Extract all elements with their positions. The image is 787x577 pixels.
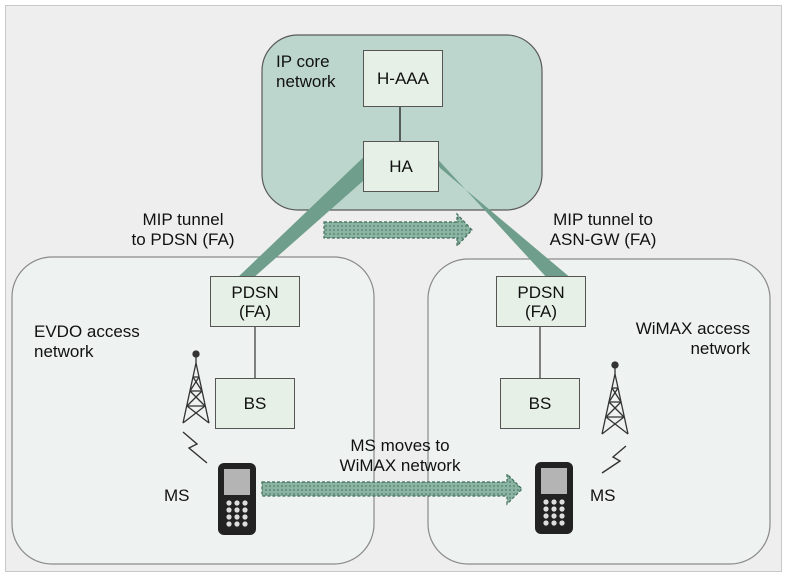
evdo-network-label: EVDO access network: [34, 322, 140, 361]
wimax-access-region: [427, 258, 771, 565]
handover-label: MS moves to WiMAX network: [339, 436, 461, 475]
ha-box: HA: [363, 141, 439, 192]
lightning-signal-icon: [182, 431, 208, 464]
wimax-network-label: WiMAX access network: [635, 319, 750, 358]
wimax-pdsn-box: PDSN (FA): [496, 276, 586, 327]
wimax-tunnel-label: MIP tunnel to ASN-GW (FA): [549, 210, 657, 249]
radio-tower-icon: [601, 361, 629, 435]
mobile-phone-icon: [535, 462, 573, 534]
tunnel-switch-arrow: [323, 212, 473, 248]
mip-tunnel-evdo: [236, 151, 380, 279]
ip-core-network-label: IP core network: [276, 52, 336, 91]
lightning-signal-icon: [601, 445, 627, 474]
handover-arrow: [261, 472, 523, 506]
radio-tower-icon: [182, 350, 210, 424]
evdo-ms-label: MS: [164, 486, 190, 505]
evdo-pdsn-box: PDSN (FA): [210, 276, 300, 327]
evdo-bs-box: BS: [215, 378, 295, 429]
h-aaa-box: H-AAA: [363, 50, 443, 107]
ip-core-region: [261, 34, 543, 211]
wimax-bs-box: BS: [500, 378, 580, 429]
mobile-phone-icon: [218, 463, 256, 535]
wimax-ms-label: MS: [590, 486, 616, 505]
evdo-tunnel-label: MIP tunnel to PDSN (FA): [131, 210, 235, 249]
